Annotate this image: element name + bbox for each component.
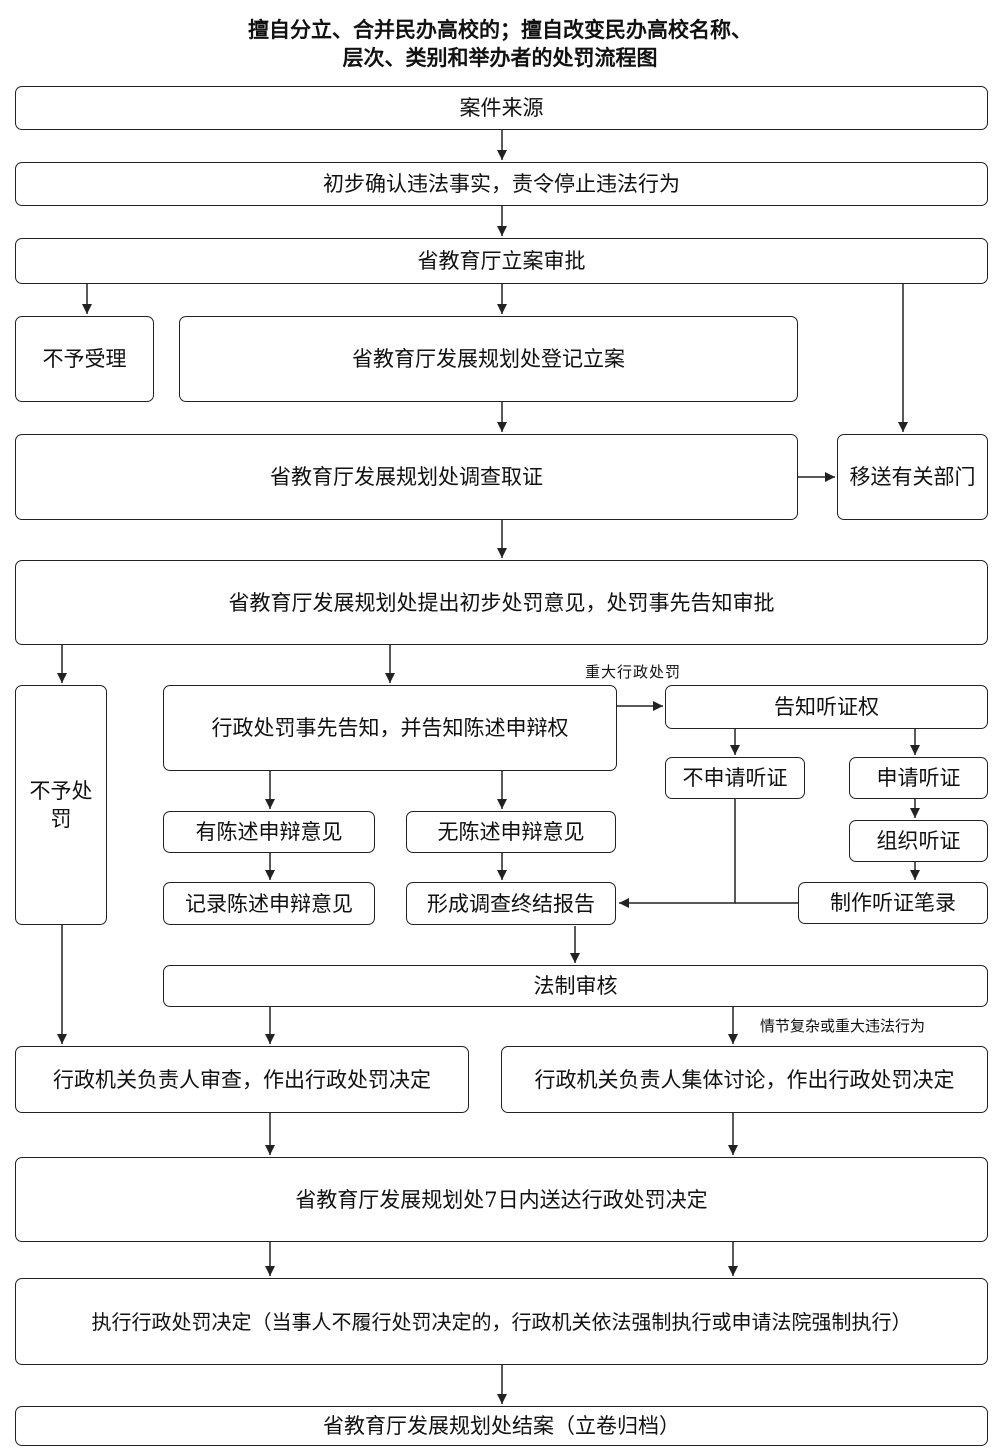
box-organize-hearing: 组织听证 <box>849 820 988 862</box>
box-preliminary-opinion: 省教育厅发展规划处提出初步处罚意见，处罚事先告知审批 <box>15 560 988 645</box>
box-notify-hearing: 告知听证权 <box>665 685 988 729</box>
box-legal-review: 法制审核 <box>163 965 988 1007</box>
title-line-1: 擅自分立、合并民办高校的；擅自改变民办高校名称、 <box>248 17 752 42</box>
no-penalty-text-2: 罚 <box>50 807 72 831</box>
box-filing-approval: 省教育厅立案审批 <box>15 238 988 284</box>
note-complex-case: 情节复杂或重大违法行为 <box>760 1017 926 1035</box>
box-collective-discussion: 行政机关负责人集体讨论，作出行政处罚决定 <box>501 1046 988 1113</box>
box-close-case: 省教育厅发展规划处结案（立卷归档） <box>15 1406 988 1446</box>
box-record-defense: 记录陈述申辩意见 <box>163 882 375 925</box>
box-no-hearing-request: 不申请听证 <box>665 757 805 799</box>
box-hearing-record: 制作听证笔录 <box>798 882 988 924</box>
box-has-defense: 有陈述申辩意见 <box>163 811 375 853</box>
box-head-review: 行政机关负责人审查，作出行政处罚决定 <box>15 1046 469 1113</box>
box-hearing-request: 申请听证 <box>849 757 988 799</box>
title-line-2: 层次、类别和举办者的处罚流程图 <box>342 45 658 70</box>
box-preliminary-confirm: 初步确认违法事实，责令停止违法行为 <box>15 162 988 206</box>
box-not-accepted: 不予受理 <box>15 316 154 402</box>
box-transfer: 移送有关部门 <box>837 434 988 520</box>
box-no-defense: 无陈述申辩意见 <box>406 811 616 853</box>
no-penalty-text-1: 不予处 <box>29 779 93 803</box>
box-register-case: 省教育厅发展规划处登记立案 <box>179 316 798 402</box>
note-major-penalty: 重大行政处罚 <box>585 663 682 681</box>
box-investigate: 省教育厅发展规划处调查取证 <box>15 434 798 520</box>
box-final-report: 形成调查终结报告 <box>406 882 616 925</box>
box-deliver-decision: 省教育厅发展规划处7日内送达行政处罚决定 <box>15 1157 988 1242</box>
box-case-source: 案件来源 <box>15 86 988 130</box>
arrow-no-request-to-report <box>619 799 736 908</box>
box-no-penalty: 不予处 罚 <box>15 685 107 925</box>
box-prior-notice: 行政处罚事先告知，并告知陈述申辩权 <box>163 685 617 771</box>
box-execute-decision: 执行行政处罚决定（当事人不履行处罚决定的，行政机关依法强制执行或申请法院强制执行… <box>15 1278 988 1365</box>
